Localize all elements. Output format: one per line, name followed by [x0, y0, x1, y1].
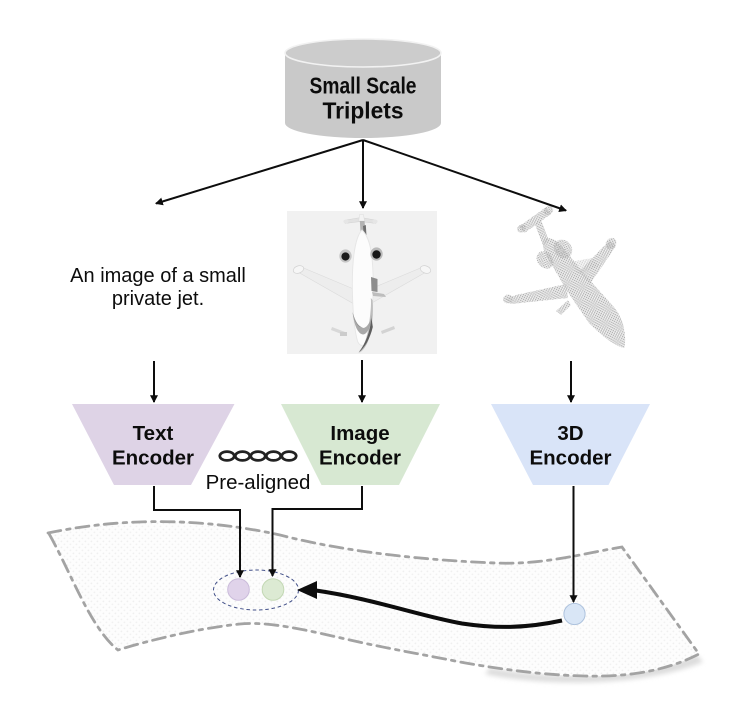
svg-text:Text: Text [133, 422, 174, 445]
svg-text:Triplets: Triplets [323, 98, 404, 124]
svg-text:An image of a small: An image of a small [70, 265, 246, 287]
svg-text:Encoder: Encoder [112, 447, 194, 470]
svg-text:3D: 3D [557, 422, 583, 445]
svg-text:Pre-aligned: Pre-aligned [206, 471, 311, 494]
svg-text:Image: Image [330, 422, 389, 445]
svg-text:private jet.: private jet. [112, 288, 204, 310]
svg-text:Small Scale: Small Scale [310, 73, 417, 99]
svg-text:Encoder: Encoder [319, 447, 401, 470]
svg-text:Encoder: Encoder [529, 447, 611, 470]
